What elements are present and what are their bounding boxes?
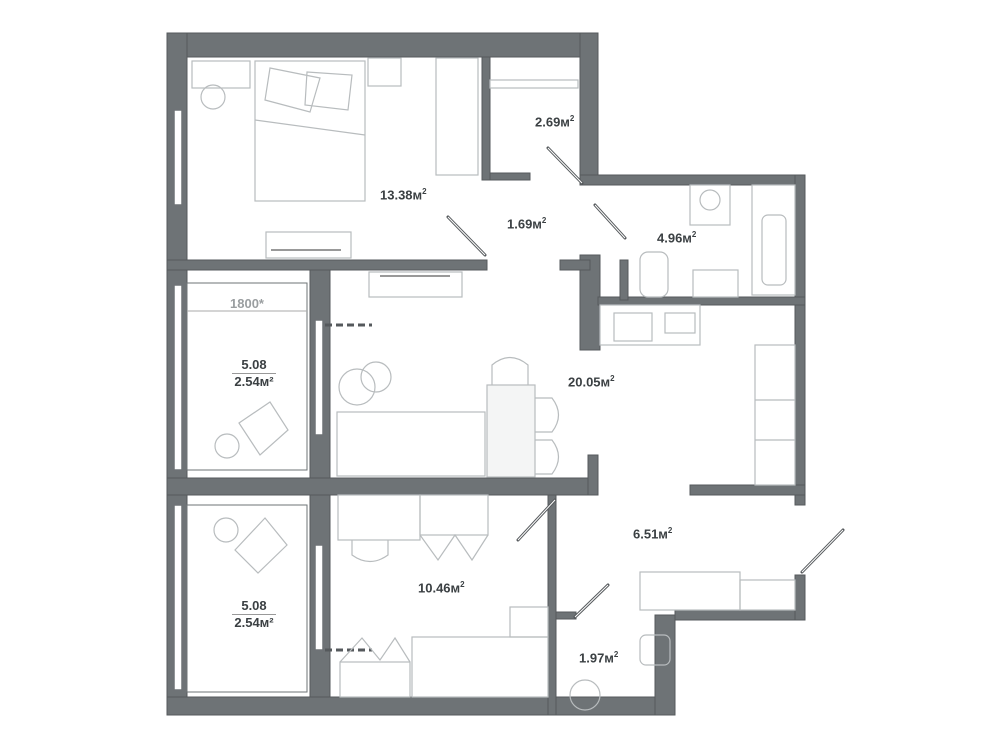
washing-machine: [689, 184, 731, 226]
kitchen-counter: [599, 304, 701, 346]
sink: [613, 312, 653, 342]
doors: [325, 146, 845, 652]
kids-wardrobe: [419, 494, 489, 536]
room-area-bedroom: 13.38м2: [380, 187, 427, 203]
kids-wardrobe-2: [339, 661, 411, 698]
hallway-bench: [739, 579, 796, 611]
balcony-table: [214, 433, 240, 459]
balcony-2-total: 5.08: [232, 598, 276, 615]
furniture: [191, 57, 796, 711]
balcony-2-area: 5.08 2.54м²: [214, 598, 294, 630]
room-area-corridor: 1.69м2: [507, 216, 547, 232]
dining-chair: [491, 356, 529, 385]
nightstand: [367, 57, 402, 87]
balcony-1-reduced: 2.54м²: [234, 374, 274, 389]
dining-table: [486, 384, 536, 478]
room-area-bathroom: 4.96м2: [657, 230, 697, 246]
toilet: [639, 251, 669, 298]
balcony-chair-2: [234, 517, 288, 574]
balcony-2-reduced: 2.54м²: [234, 615, 274, 630]
balcony-1-total: 5.08: [232, 357, 276, 374]
pouf: [338, 368, 376, 406]
balcony-1-area: 5.08 2.54м²: [214, 357, 294, 389]
room-area-living-kitchen: 20.05м2: [568, 374, 615, 390]
balcony-width-dimension: 1800*: [230, 296, 264, 311]
kids-nightstand: [509, 606, 549, 638]
balcony-table-2: [213, 517, 239, 543]
walls: [166, 32, 806, 716]
desk: [191, 60, 251, 89]
hallway-wardrobe: [639, 571, 741, 611]
wardrobe: [435, 57, 479, 176]
room-area-hallway: 6.51м2: [633, 526, 673, 542]
bathtub: [751, 184, 796, 296]
windows: [173, 109, 324, 691]
sofa: [336, 411, 486, 477]
balcony-chair: [238, 401, 289, 456]
room-area-kids-room: 10.46м2: [418, 580, 465, 596]
washbasin-2: [569, 679, 601, 711]
double-bed: [254, 60, 366, 202]
room-area-wardrobe: 2.69м2: [535, 114, 575, 130]
kitchen-counter-side: [754, 344, 796, 486]
kids-desk: [337, 494, 421, 541]
chair: [200, 84, 226, 110]
balcony-1-floor: [186, 282, 308, 471]
tv-stand: [265, 231, 352, 259]
toilet-2: [639, 634, 671, 666]
hob: [664, 312, 696, 334]
balcony-2-floor: [186, 504, 308, 693]
single-bed: [411, 636, 549, 698]
room-area-toilet: 1.97м2: [579, 650, 619, 666]
tv-stand-living: [368, 271, 463, 298]
washbasin: [692, 269, 739, 298]
